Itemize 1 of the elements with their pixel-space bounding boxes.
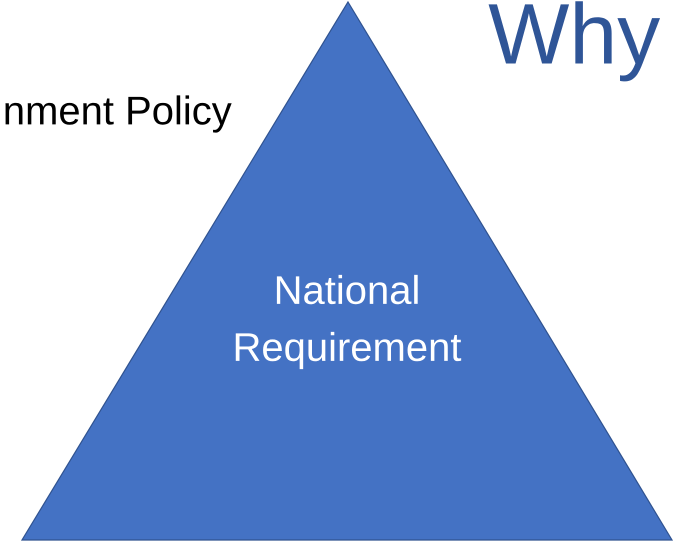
title: Why bbox=[488, 1, 660, 82]
